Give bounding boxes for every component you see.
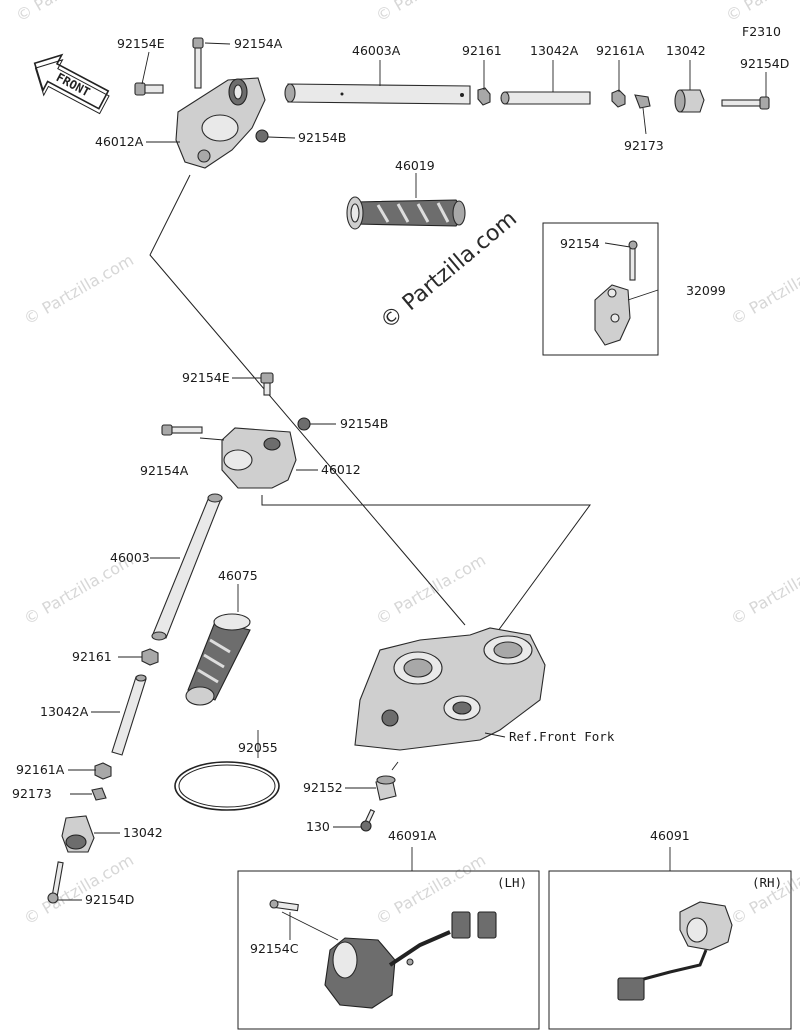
box-46091A xyxy=(237,870,540,1030)
bolt-92154A-top xyxy=(192,37,204,89)
bolt-92154D-top xyxy=(721,96,770,110)
label-92161-top: 92161 xyxy=(462,43,502,58)
label-46003A: 46003A xyxy=(352,43,401,58)
watermark-small: © Partzilla.com xyxy=(373,550,489,628)
label-46003: 46003 xyxy=(110,550,150,565)
clip-92173-low xyxy=(91,787,107,801)
weight-13042-top xyxy=(674,89,705,113)
label-13042A-top: 13042A xyxy=(530,43,579,58)
watermark-small: © Partzilla.com xyxy=(723,0,800,25)
top-assembly xyxy=(134,37,770,169)
label-46019: 46019 xyxy=(395,158,435,173)
label-92154D-low: 92154D xyxy=(85,892,134,907)
label-92154D-top: 92154D xyxy=(740,56,789,71)
rod-13042A-top xyxy=(500,91,591,105)
watermark-small: © Partzilla.com xyxy=(21,850,137,928)
box-46091 xyxy=(548,870,792,1030)
watermark-small: © Partzilla.com xyxy=(21,250,137,328)
label-13042A-low: 13042A xyxy=(40,704,89,719)
watermark-small: © Partzilla.com xyxy=(13,0,129,25)
weight-13042-low xyxy=(61,815,95,853)
bolt-92154E-mid xyxy=(260,372,274,396)
label-13042-top: 13042 xyxy=(666,43,706,58)
handlebar-46003 xyxy=(151,493,223,641)
label-46012A: 46012A xyxy=(95,134,144,149)
front-arrow-icon: FRONT xyxy=(33,53,110,115)
label-46075: 46075 xyxy=(218,568,258,583)
bolt-92154E-top xyxy=(134,82,164,96)
leader-lines xyxy=(58,42,767,941)
nut-92161-top xyxy=(477,87,491,106)
label-92173-low: 92173 xyxy=(12,786,52,801)
label-rh: (RH) xyxy=(752,875,782,890)
label-13042-low: 13042 xyxy=(123,825,163,840)
holder-46012A xyxy=(175,77,266,169)
connection-lines xyxy=(149,174,591,636)
holder-46012 xyxy=(221,427,297,489)
label-130: 130 xyxy=(306,819,330,834)
nut-92161A-low xyxy=(94,762,112,780)
label-92161A-top: 92161A xyxy=(596,43,645,58)
label-lh: (LH) xyxy=(497,875,527,890)
label-92173-top: 92173 xyxy=(624,138,664,153)
box-32099 xyxy=(542,222,659,356)
grip-46075 xyxy=(185,613,251,706)
label-92161A-low: 92161A xyxy=(16,762,65,777)
clip-92173-top xyxy=(634,94,651,109)
bolt-130 xyxy=(360,808,376,832)
bolt-92154B-mid xyxy=(297,417,311,431)
bolt-92154A-mid xyxy=(161,424,203,436)
label-92152: 92152 xyxy=(303,780,343,795)
watermark-small: © Partzilla.com xyxy=(728,550,800,628)
grommet-92152 xyxy=(375,775,397,801)
mid-assembly xyxy=(47,372,311,904)
nut-92161A-top xyxy=(611,89,626,108)
rod-13042A-low xyxy=(111,674,147,756)
label-92055: 92055 xyxy=(238,740,278,755)
grip-46019 xyxy=(346,196,466,230)
bolt-92154D-low xyxy=(47,861,64,904)
diagram-code: F2310 xyxy=(742,24,781,39)
label-46012: 46012 xyxy=(321,462,361,477)
label-92154E-mid: 92154E xyxy=(182,370,230,385)
watermark-small: © Partzilla.com xyxy=(373,0,489,25)
label-46091: 46091 xyxy=(650,828,690,843)
handlebar-46003A xyxy=(284,83,471,105)
label-92154B-mid: 92154B xyxy=(340,416,388,431)
label-92154E-top: 92154E xyxy=(117,36,165,51)
label-ref-front-fork: Ref.Front Fork xyxy=(509,729,615,744)
label-92154-box: 92154 xyxy=(560,236,600,251)
label-46091A: 46091A xyxy=(388,828,437,843)
bolt-92154B-top xyxy=(255,129,269,143)
nut-92161-low xyxy=(141,648,159,666)
watermark-small: © Partzilla.com xyxy=(728,250,800,328)
label-32099: 32099 xyxy=(686,283,726,298)
label-92154A-top: 92154A xyxy=(234,36,283,51)
upper-triple-clamp xyxy=(354,627,546,751)
label-92154C: 92154C xyxy=(250,941,299,956)
part-labels: 92154E 92154A 46003A 92161 13042A 92161A… xyxy=(12,36,789,956)
watermark-small: © Partzilla.com xyxy=(373,850,489,928)
band-92055 xyxy=(174,761,280,811)
label-92161-low: 92161 xyxy=(72,649,112,664)
label-92154A-mid: 92154A xyxy=(140,463,189,478)
label-92154B-top: 92154B xyxy=(298,130,346,145)
